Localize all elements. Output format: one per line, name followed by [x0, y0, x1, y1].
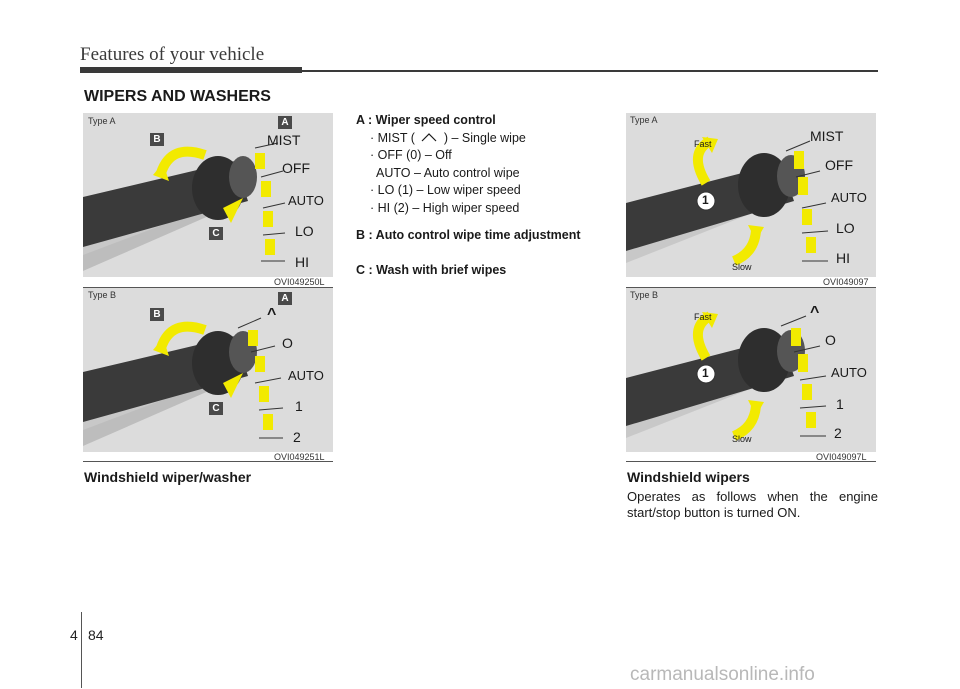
label-lo: LO [295, 223, 314, 239]
list-item-auto: AUTO – Auto control wipe [376, 165, 520, 180]
label-hi: 2 [293, 429, 301, 445]
label-mist: ^ [810, 304, 820, 321]
list-item-off: · OFF (0) – Off [370, 148, 452, 162]
watermark: carmanualsonline.info [630, 664, 815, 685]
list-item-mist: · MIST ( ) – Single wipe [356, 130, 581, 148]
figure-rule [83, 287, 333, 288]
list-item-lo: · LO (1) – Low wiper speed [370, 183, 521, 197]
mist-symbol-icon [418, 130, 440, 148]
badge-a: A [278, 116, 292, 129]
badge-c: C [209, 227, 223, 240]
label-fast: Fast [694, 312, 712, 322]
page-number: 84 [88, 627, 104, 643]
label-lo: 1 [295, 398, 303, 414]
type-label: Type A [630, 115, 658, 125]
left-caption: Windshield wiper/washer [84, 469, 252, 485]
label-off: O [825, 332, 836, 348]
figure-type-b-right: 1 Fast Slow ^ O AUTO 1 2 Type B [626, 288, 876, 452]
list-heading-a: A : Wiper speed control [356, 113, 496, 127]
figure-rule [626, 461, 876, 462]
figure-type-b-stalk: A B C ^ O AUTO 1 2 Type B [83, 288, 333, 452]
badge-b: B [150, 308, 164, 321]
type-label: Type B [630, 290, 659, 300]
label-hi: 2 [834, 425, 842, 441]
list-item-hi: · HI (2) – High wiper speed [370, 200, 520, 215]
figure-code: OVI049097L [816, 452, 867, 462]
badge-c: C [209, 402, 223, 415]
figure-type-a-stalk: A B C MIST OFF AUTO LO HI Type A [83, 113, 333, 277]
label-mist: ^ [267, 306, 277, 323]
label-auto: AUTO [831, 365, 867, 380]
badge-a: A [278, 292, 292, 305]
chapter-number: 4 [70, 627, 78, 643]
label-off: OFF [282, 160, 310, 176]
figure-rule [626, 287, 876, 288]
wiper-stalk-illustration [83, 142, 286, 271]
wiper-stalk-illustration [83, 317, 284, 446]
label-off: O [282, 335, 293, 351]
label-fast: Fast [694, 139, 712, 149]
label-off: OFF [825, 157, 853, 173]
label-hi: HI [836, 250, 850, 266]
wiper-control-list: A : Wiper speed control · MIST ( ) – Sin… [356, 112, 581, 279]
list-heading-b: B : Auto control wipe time adjustment [356, 228, 581, 242]
list-heading-c: C : Wash with brief wipes [356, 262, 507, 277]
right-caption: Windshield wipers [627, 469, 750, 485]
label-auto: AUTO [288, 193, 324, 208]
label-auto: AUTO [831, 190, 867, 205]
footer-divider [81, 612, 82, 688]
badge-b: B [150, 133, 164, 146]
type-label: Type B [88, 290, 117, 300]
figure-code: OVI049251L [274, 452, 325, 462]
right-body-text: Operates as follows when the engine star… [627, 489, 878, 520]
wiper-stalk-illustration [626, 136, 829, 266]
type-label: Type A [88, 116, 116, 126]
label-lo: LO [836, 220, 855, 236]
header-rule-thin [302, 70, 878, 72]
label-auto: AUTO [288, 368, 324, 383]
badge-1: 1 [702, 193, 709, 207]
label-lo: 1 [836, 396, 844, 412]
section-title: WIPERS AND WASHERS [84, 88, 271, 105]
mist-text-post: ) – Single wipe [443, 130, 526, 145]
label-hi: HI [295, 254, 309, 270]
label-mist: MIST [267, 132, 301, 148]
wiper-stalk-illustration [626, 311, 827, 441]
figure-rule [83, 461, 333, 462]
label-slow: Slow [732, 434, 752, 444]
label-mist: MIST [810, 128, 844, 144]
label-slow: Slow [732, 262, 752, 272]
figure-code: OVI049250L [274, 277, 325, 287]
header-rule [80, 67, 302, 73]
figure-type-a-right: 1 Fast Slow MIST OFF AUTO LO HI Type A [626, 113, 876, 277]
mist-text: · MIST ( [370, 130, 415, 145]
header-title: Features of your vehicle [80, 44, 265, 65]
badge-1: 1 [702, 366, 709, 380]
figure-code: OVI049097 [823, 277, 869, 287]
